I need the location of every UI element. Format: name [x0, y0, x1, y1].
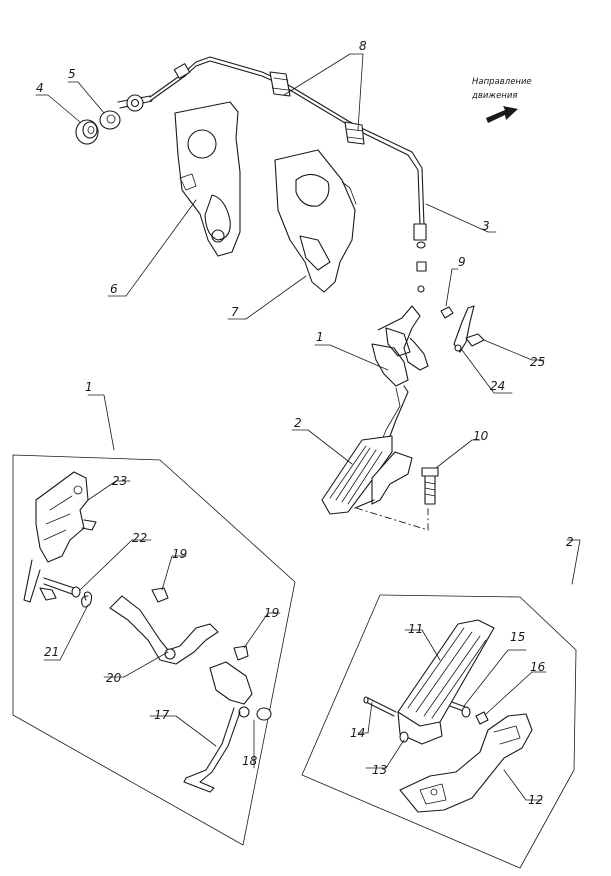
direction-indicator: Направление движения	[471, 77, 532, 123]
group-2-outline	[301, 539, 581, 869]
clip-part-13	[399, 731, 409, 743]
callout-3: 3	[482, 219, 490, 233]
screw-part-15	[449, 701, 471, 718]
pin-part-14	[363, 696, 397, 717]
callout-20: 20	[106, 671, 122, 685]
bushing-part-18	[256, 707, 272, 721]
cable-bracket-front	[269, 71, 291, 97]
callout-8: 8	[359, 39, 367, 53]
lever-part-24	[453, 305, 475, 353]
shaft-part	[43, 577, 75, 595]
callout-19a: 19	[172, 547, 187, 561]
group-1-outline	[12, 394, 296, 846]
callout-group-1: 1	[85, 380, 93, 394]
callout-16: 16	[530, 660, 546, 674]
callout-21: 21	[44, 645, 59, 659]
bolt-part-25	[465, 333, 485, 347]
callout-24: 24	[490, 379, 505, 393]
callout-5: 5	[68, 67, 76, 81]
callout-23: 23	[112, 474, 127, 488]
callout-1-top: 1	[316, 330, 324, 344]
washer-part-5	[99, 110, 121, 130]
callout-7: 7	[231, 305, 239, 319]
seal-plate-part-7	[274, 149, 357, 293]
callout-25: 25	[530, 355, 545, 369]
callout-numbers: 8 5 4 3 6 7 9 1 25 24 2 10 1 2 23 22 19 …	[36, 39, 574, 807]
pedal-bracket-assembly	[371, 305, 429, 441]
callout-19b: 19	[264, 606, 279, 620]
nut-part-4	[75, 119, 99, 145]
bracket-part-12	[399, 713, 533, 813]
throttle-cable	[117, 56, 427, 293]
callout-15: 15	[510, 630, 525, 644]
callout-11: 11	[408, 622, 423, 636]
bracket-part-23	[23, 471, 97, 603]
leader-lines	[35, 53, 547, 801]
callout-10: 10	[473, 429, 489, 443]
callout-17: 17	[154, 708, 170, 722]
pedal-pad-part-11	[397, 619, 495, 745]
callout-22: 22	[132, 531, 147, 545]
callout-13: 13	[372, 763, 387, 777]
callout-14: 14	[350, 726, 365, 740]
arrow-right-icon	[486, 106, 518, 123]
callout-2-top: 2	[294, 416, 302, 430]
callout-4: 4	[36, 81, 44, 95]
callout-12: 12	[528, 793, 543, 807]
callout-18: 18	[242, 754, 258, 768]
nut-part-16	[475, 711, 489, 725]
cable-bracket-rear	[344, 121, 365, 145]
lever-part-20	[109, 595, 219, 665]
pedal-arm-part-17	[183, 661, 253, 793]
clip-part-19a	[151, 587, 169, 603]
bolt-part-10	[421, 467, 439, 505]
direction-label-line2: движения	[471, 91, 518, 101]
direction-label-line1: Направление	[472, 77, 532, 87]
bolt-axis-line	[355, 505, 429, 531]
callout-6: 6	[110, 282, 118, 296]
clip-part-19b	[233, 645, 249, 661]
callout-group-2: 2	[566, 535, 574, 549]
pedal-pad-part-2	[321, 435, 413, 515]
gasket-part-6	[174, 101, 241, 257]
callout-9: 9	[458, 255, 466, 269]
spring-part-21	[81, 591, 93, 608]
nut-part-9	[440, 306, 454, 319]
washer-part-22	[71, 586, 81, 598]
